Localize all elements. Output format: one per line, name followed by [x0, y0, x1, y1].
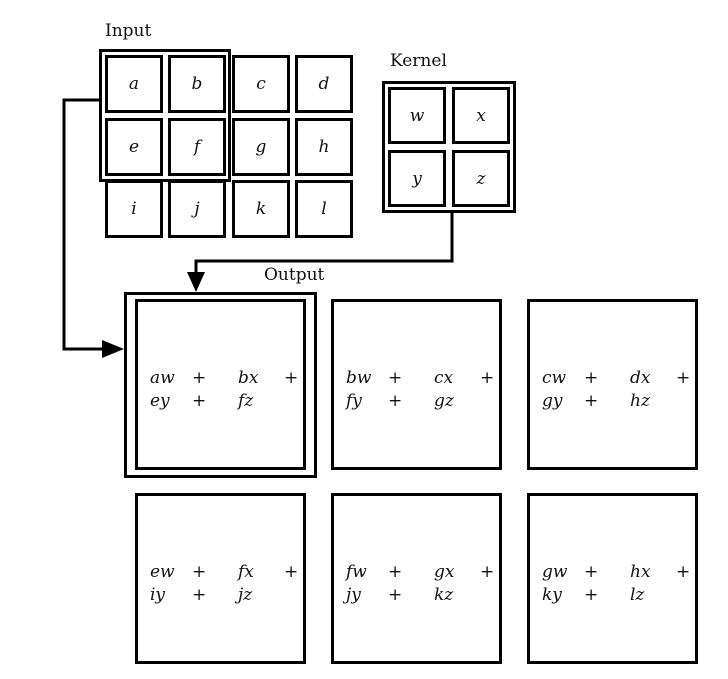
output-expression: ew + fx + iy + jz	[150, 562, 299, 605]
input-cell-d: d	[295, 55, 353, 113]
kernel-cell-w: w	[388, 87, 446, 144]
output-cell-4: ew + fx + iy + jz	[135, 493, 306, 664]
output-expression: aw + bx + ey + fz	[150, 368, 299, 411]
input-label: Input	[105, 21, 152, 41]
output-expression: bw + cx + fy + gz	[346, 368, 495, 411]
output-cell-3: cw + dx + gy + hz	[527, 299, 698, 470]
kernel-label: Kernel	[390, 51, 447, 71]
kernel-cell-y: y	[388, 150, 446, 207]
input-cell-k: k	[232, 180, 290, 238]
output-expression: gw + hx + ky + lz	[542, 562, 691, 605]
kernel-cell-x: x	[452, 87, 510, 144]
input-cell-f: f	[168, 118, 226, 176]
output-cell-5: fw + gx + jy + kz	[331, 493, 502, 664]
input-cell-l: l	[295, 180, 353, 238]
output-expression: fw + gx + jy + kz	[346, 562, 495, 605]
input-cell-e: e	[105, 118, 163, 176]
input-cell-g: g	[232, 118, 290, 176]
output-label: Output	[264, 265, 325, 285]
kernel-to-output-arrowhead	[187, 272, 205, 292]
input-cell-b: b	[168, 55, 226, 113]
kernel-cell-z: z	[452, 150, 510, 207]
output-cell-6: gw + hx + ky + lz	[527, 493, 698, 664]
kernel-frame	[382, 81, 516, 213]
output-highlight-frame	[124, 292, 317, 478]
output-cell-2: bw + cx + fy + gz	[331, 299, 502, 470]
input-cell-c: c	[232, 55, 290, 113]
input-cell-h: h	[295, 118, 353, 176]
output-expression: cw + dx + gy + hz	[542, 368, 691, 411]
input-cell-a: a	[105, 55, 163, 113]
input-window-highlight	[99, 49, 231, 182]
kernel-to-output-arrow-line	[194, 213, 454, 279]
input-to-output-arrowhead	[102, 340, 124, 358]
output-cell-1: aw + bx + ey + fz	[135, 299, 306, 470]
input-to-output-arrow-line	[62, 98, 110, 351]
